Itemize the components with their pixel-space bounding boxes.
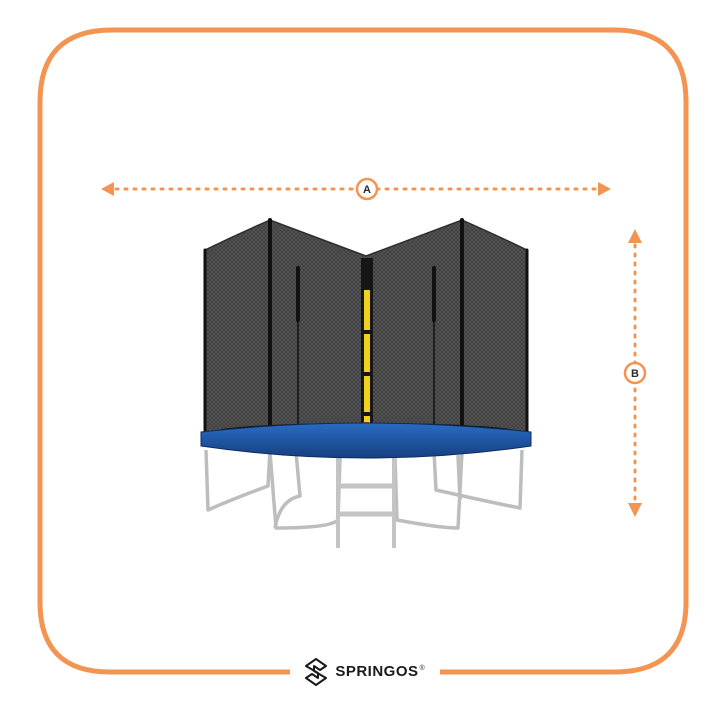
dimension-a-indicator: A [101, 177, 611, 201]
trampoline-ladder [336, 456, 396, 548]
dimension-a-badge [355, 177, 379, 201]
dimension-b-label: B [631, 368, 639, 380]
dimension-a-arrow-right-icon [598, 182, 611, 196]
dimension-a-label: A [363, 184, 371, 196]
springos-logo-icon [305, 658, 328, 686]
registered-mark: ® [419, 664, 425, 672]
trampoline-legs [204, 449, 524, 530]
outer-frame [37, 27, 689, 675]
net-entrance-zipper [361, 258, 373, 438]
safety-pad [200, 422, 532, 459]
dimension-b-arrow-up-icon [628, 229, 642, 243]
dimension-a-arrow-left-icon [101, 182, 114, 196]
trampoline-illustration [200, 218, 532, 548]
brand-name: SPRINGOS [335, 663, 419, 680]
brand-logo: SPRINGOS® [290, 654, 440, 690]
dimension-b-badge [623, 361, 647, 385]
dimension-b-indicator: B [623, 229, 647, 517]
dimension-b-arrow-down-icon [628, 503, 642, 517]
